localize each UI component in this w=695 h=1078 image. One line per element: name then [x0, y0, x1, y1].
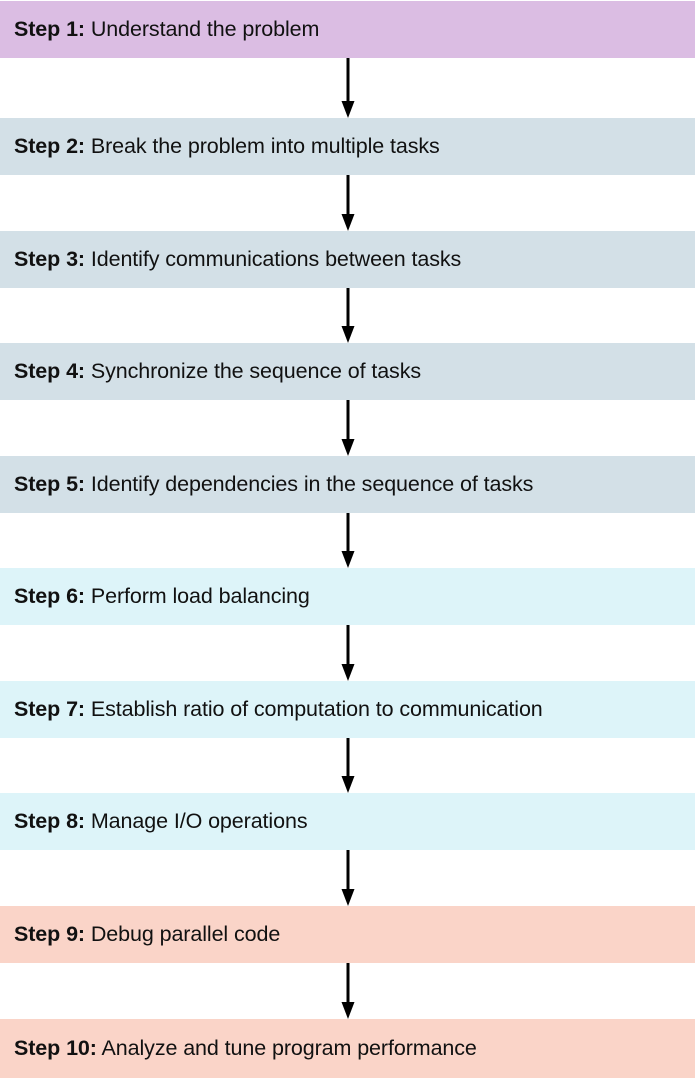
flow-arrow-9-to-10 — [0, 963, 695, 1019]
step-label-1: Step 1: — [14, 16, 85, 41]
step-text-8: Step 8: Manage I/O operations — [14, 808, 308, 833]
arrow-shaft — [346, 850, 350, 890]
arrow-shaft — [346, 513, 350, 552]
step-box-5: Step 5: Identify dependencies in the seq… — [0, 456, 695, 513]
flow-arrow-8-to-9 — [0, 850, 695, 906]
arrow-head — [341, 1002, 355, 1019]
arrow-shaft — [346, 625, 350, 665]
step-box-8: Step 8: Manage I/O operations — [0, 793, 695, 850]
step-text-7: Step 7: Establish ratio of computation t… — [14, 696, 543, 721]
arrow-shaft — [346, 288, 350, 327]
step-box-2: Step 2: Break the problem into multiple … — [0, 118, 695, 175]
flow-arrow-4-to-5 — [0, 400, 695, 456]
step-text-4: Step 4: Synchronize the sequence of task… — [14, 358, 422, 383]
arrow-head — [341, 439, 355, 456]
step-label-2: Step 2: — [14, 133, 85, 158]
flow-arrow-1-to-2 — [0, 58, 695, 118]
step-description-9: Debug parallel code — [90, 921, 281, 946]
step-description-1: Understand the problem — [90, 16, 320, 41]
step-description-6: Perform load balancing — [90, 583, 310, 608]
step-label-5: Step 5: — [14, 471, 85, 496]
arrow-shaft — [346, 58, 350, 102]
step-description-5: Identify dependencies in the sequence of… — [90, 471, 534, 496]
step-label-3: Step 3: — [14, 246, 85, 271]
step-label-7: Step 7: — [14, 696, 85, 721]
step-text-6: Step 6: Perform load balancing — [14, 583, 310, 608]
step-box-6: Step 6: Perform load balancing — [0, 568, 695, 625]
step-box-3: Step 3: Identify communications between … — [0, 231, 695, 288]
step-text-1: Step 1: Understand the problem — [14, 16, 320, 41]
step-description-7: Establish ratio of computation to commun… — [90, 696, 543, 721]
step-description-2: Break the problem into multiple tasks — [90, 133, 440, 158]
step-label-4: Step 4: — [14, 358, 85, 383]
flow-arrow-7-to-8 — [0, 738, 695, 793]
step-box-7: Step 7: Establish ratio of computation t… — [0, 681, 695, 738]
step-label-8: Step 8: — [14, 808, 85, 833]
step-box-10: Step 10: Analyze and tune program perfor… — [0, 1019, 695, 1078]
step-box-9: Step 9: Debug parallel code — [0, 906, 695, 963]
flow-arrow-2-to-3 — [0, 175, 695, 231]
arrow-shaft — [346, 400, 350, 440]
arrow-shaft — [346, 963, 350, 1003]
arrow-head — [341, 776, 355, 793]
step-text-3: Step 3: Identify communications between … — [14, 246, 462, 271]
flow-arrow-3-to-4 — [0, 288, 695, 343]
step-box-1: Step 1: Understand the problem — [0, 1, 695, 58]
step-label-10: Step 10: — [14, 1035, 97, 1060]
arrow-shaft — [346, 175, 350, 215]
step-text-2: Step 2: Break the problem into multiple … — [14, 133, 440, 158]
step-text-5: Step 5: Identify dependencies in the seq… — [14, 471, 534, 496]
flow-arrow-6-to-7 — [0, 625, 695, 681]
step-label-6: Step 6: — [14, 583, 85, 608]
arrow-head — [341, 889, 355, 906]
arrow-head — [341, 664, 355, 681]
step-label-9: Step 9: — [14, 921, 85, 946]
arrow-shaft — [346, 738, 350, 777]
arrow-head — [341, 101, 355, 118]
arrow-head — [341, 326, 355, 343]
step-text-9: Step 9: Debug parallel code — [14, 921, 281, 946]
step-text-10: Step 10: Analyze and tune program perfor… — [14, 1035, 477, 1060]
step-description-10: Analyze and tune program performance — [101, 1035, 477, 1060]
arrow-head — [341, 214, 355, 231]
step-description-8: Manage I/O operations — [90, 808, 308, 833]
flow-arrow-5-to-6 — [0, 513, 695, 568]
step-box-4: Step 4: Synchronize the sequence of task… — [0, 343, 695, 400]
step-description-4: Synchronize the sequence of tasks — [90, 358, 422, 383]
step-description-3: Identify communications between tasks — [90, 246, 462, 271]
arrow-head — [341, 551, 355, 568]
